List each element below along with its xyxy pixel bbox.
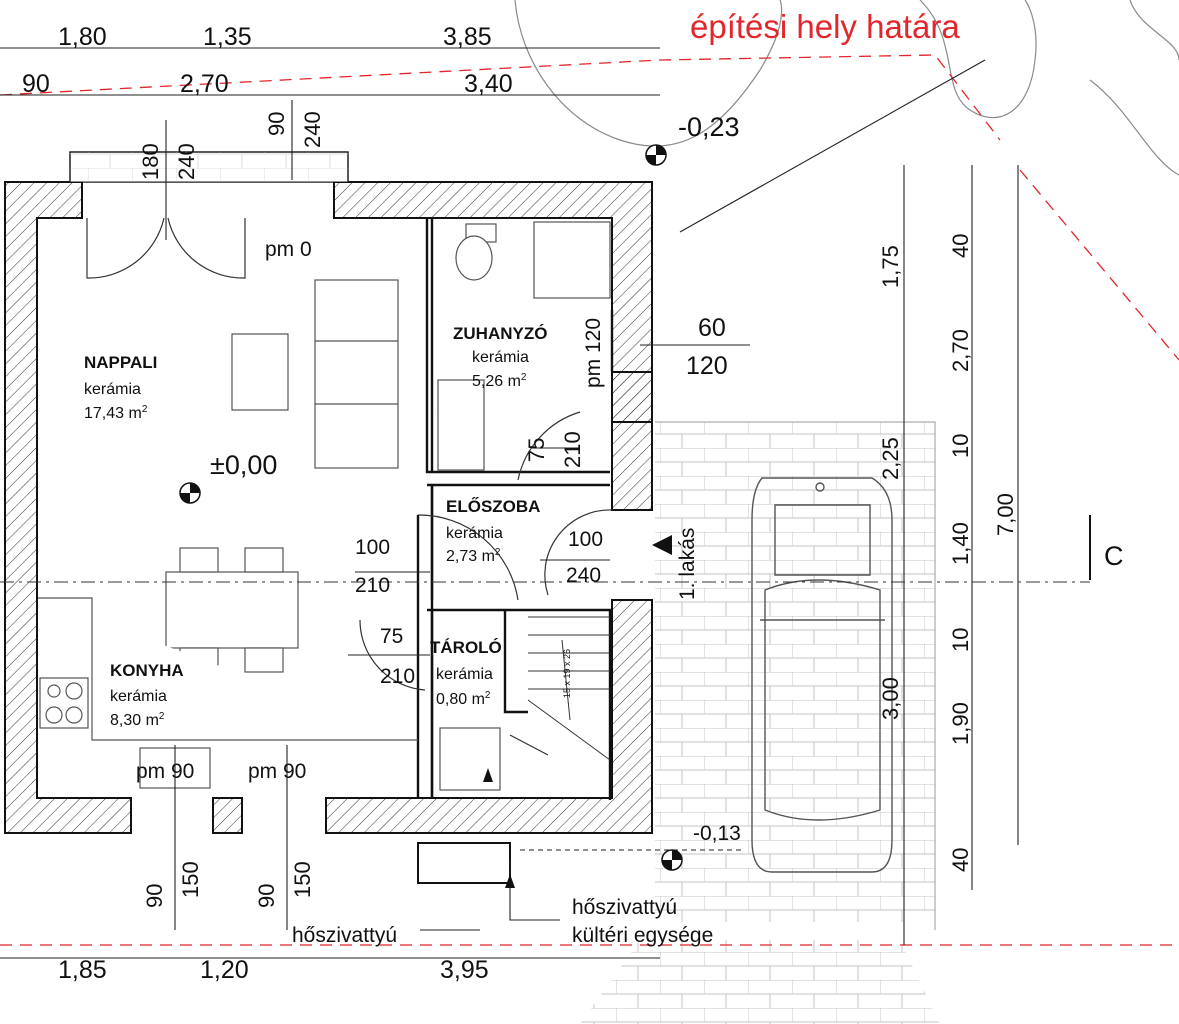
dimension-lines: [0, 47, 1019, 959]
dim-door-top-b: 240: [174, 143, 199, 180]
stair-label: 15 x 19 x 26: [562, 649, 572, 698]
dim-bottom-window-left-b: 150: [178, 861, 203, 898]
door-swings: [86, 217, 613, 756]
walls: [4, 151, 653, 834]
dim-door-storage-a: 75: [380, 625, 403, 648]
dim-top2-c: 3,40: [464, 70, 513, 98]
parapet-bath: pm 120: [582, 318, 605, 388]
furniture: [38, 221, 611, 884]
terrain-contours: [514, 0, 1179, 176]
building-limit-lines: [0, 54, 1179, 946]
room-konyha-name: KONYHA: [110, 661, 184, 680]
dim-right1-a: 1,75: [878, 245, 903, 288]
dim-top1-a: 1,80: [58, 23, 107, 51]
level-floor: ±0,00: [210, 450, 277, 480]
dim-door-top-a: 180: [138, 143, 163, 180]
room-zuhanyzo-area: 5,26 m2: [472, 372, 527, 390]
dim-top-window-a: 90: [264, 112, 289, 136]
dim-right2-d: 1,40: [948, 522, 973, 565]
dim-right2-e: 10: [948, 628, 973, 652]
dim-bottom-window-right-b: 150: [290, 861, 315, 898]
entrance-label: 1. lakás: [676, 528, 699, 600]
dim-top1-b: 1,35: [203, 23, 252, 51]
partitions: [416, 218, 614, 800]
room-konyha-area: 8,30 m2: [110, 711, 165, 729]
car-outline: [751, 477, 893, 873]
dim-top2-b: 2,70: [180, 70, 229, 98]
dim-top-window-b: 240: [300, 111, 325, 148]
room-eloszoba-name: ELŐSZOBA: [446, 497, 540, 516]
dim-door-bath-a: 75: [524, 438, 549, 462]
dim-right1-c: 3,00: [878, 677, 903, 720]
room-nappali-area: 17,43 m2: [84, 404, 148, 422]
dim-right2-g: 40: [948, 848, 973, 872]
room-eloszoba-area: 2,73 m2: [446, 547, 501, 565]
dim-top2-a: 90: [22, 70, 50, 98]
dim-bottom-a: 1,85: [58, 956, 107, 984]
room-nappali-finish: kerámia: [84, 381, 141, 398]
room-tarolo-area: 0,80 m2: [436, 690, 491, 708]
level-top: -0,23: [678, 112, 740, 142]
dim-door-living-b: 210: [355, 574, 390, 597]
heat-pump-label: hőszivattyú: [292, 924, 397, 947]
room-tarolo-name: TÁROLÓ: [430, 638, 502, 657]
dim-top1-c: 3,85: [443, 23, 492, 51]
dim-door-living-a: 100: [355, 536, 390, 559]
parapet-kitchen-2: pm 90: [248, 760, 306, 783]
dim-bottom-c: 3,95: [440, 956, 489, 984]
level-bottom: -0,13: [693, 822, 741, 845]
dim-door-entry-b: 240: [566, 564, 601, 587]
room-zuhanyzo-name: ZUHANYZÓ: [453, 324, 547, 343]
room-nappali-name: NAPPALI: [84, 353, 157, 372]
dim-bottom-b: 1,20: [200, 956, 249, 984]
boundary-label: építési hely határa: [690, 8, 960, 45]
level-pm0: pm 0: [265, 238, 312, 261]
dim-bath-window-a: 60: [698, 314, 726, 342]
dim-right1-b: 2,25: [878, 437, 903, 480]
dim-right2-b: 2,70: [948, 329, 973, 372]
outdoor-unit-label-2: kültéri egysége: [572, 924, 713, 947]
parapet-kitchen-1: pm 90: [136, 760, 194, 783]
room-zuhanyzo-finish: kerámia: [472, 349, 529, 366]
outdoor-unit-label-1: hőszivattyú: [572, 896, 677, 919]
dim-bottom-window-right-a: 90: [254, 884, 279, 908]
dim-right2-c: 10: [948, 434, 973, 458]
dim-right2-f: 1,90: [948, 702, 973, 745]
dim-door-bath-b: 210: [560, 431, 585, 468]
room-tarolo-finish: kerámia: [436, 666, 493, 683]
room-konyha-finish: kerámia: [110, 688, 167, 705]
dim-right-total: 7,00: [993, 493, 1018, 536]
dim-bath-window-b: 120: [686, 352, 728, 380]
section-label: C: [1104, 541, 1124, 571]
dim-bottom-window-left-a: 90: [142, 884, 167, 908]
dim-right2-a: 40: [948, 234, 973, 258]
stair: [527, 616, 611, 761]
level-markers: [179, 144, 683, 888]
dim-door-entry-a: 100: [568, 528, 603, 551]
dim-door-storage-b: 210: [380, 665, 415, 688]
room-eloszoba-finish: kerámia: [446, 525, 503, 542]
